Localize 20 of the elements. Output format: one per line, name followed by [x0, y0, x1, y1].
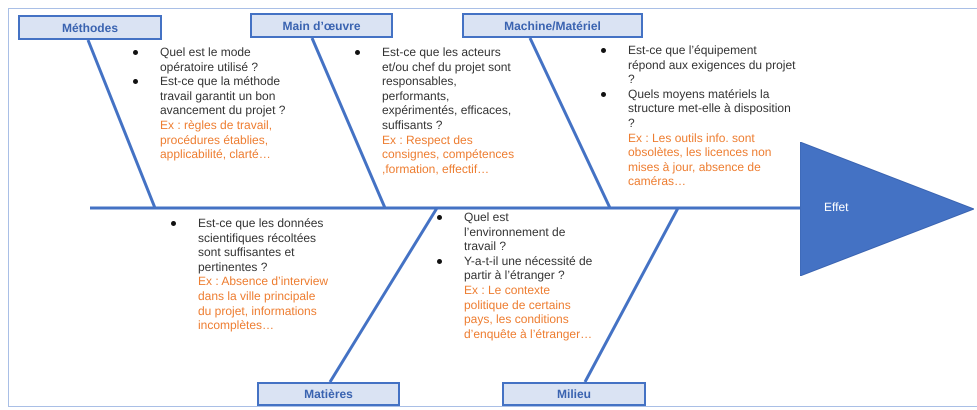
- effect-triangle: [800, 142, 974, 276]
- bullet-text: Est-ce que les données scientifiques récoltées sont suffisantes et pertinentes ?: [168, 216, 330, 274]
- bullet-text: Quel est l’environnement de travail ?: [434, 210, 596, 254]
- example-text: Ex : règles de travail, procédures établies, applicabilité, clarté…: [159, 118, 274, 162]
- category-box: Main d’œuvre: [250, 13, 393, 38]
- bullet-text: Est-ce que l’équipement répond aux exigences du projet ?: [598, 43, 796, 87]
- category-box: Machine/Matériel: [462, 13, 643, 38]
- bullet-text: Est-ce que la méthode travail garantit un bon avancement du projet ?: [130, 74, 290, 118]
- category-box: Méthodes: [18, 15, 162, 40]
- example-text: Ex : Le contexte politique de certains pays, les conditions d’enquête à l’étranger…: [463, 282, 594, 342]
- bullet-text: Y-a-t-il une nécessité de partir à l’étranger ?: [434, 254, 596, 283]
- example-text: Ex : Absence d’interview dans la ville principale du projet, informations incomplètes…: [197, 274, 330, 333]
- effect-label: Effet: [824, 200, 848, 214]
- bullet-text: Quels moyens matériels la structure met-elle à disposition ?: [598, 86, 796, 131]
- category-box: Milieu: [502, 382, 646, 406]
- example-text: Ex : Les outils info. sont obsolètes, les licences non mises à jour, absence de caméras…: [627, 130, 772, 189]
- bullet-text: Quel est le mode opératoire utilisé ?: [130, 45, 290, 74]
- bullet-text: Est-ce que les acteurs et/ou chef du projet sont responsables, performants, expérimentés, efficaces, suffisants ?: [352, 45, 522, 133]
- category-box: Matières: [257, 382, 400, 406]
- example-text: Ex : Respect des consignes, compétences ,formation, effectif…: [381, 132, 516, 176]
